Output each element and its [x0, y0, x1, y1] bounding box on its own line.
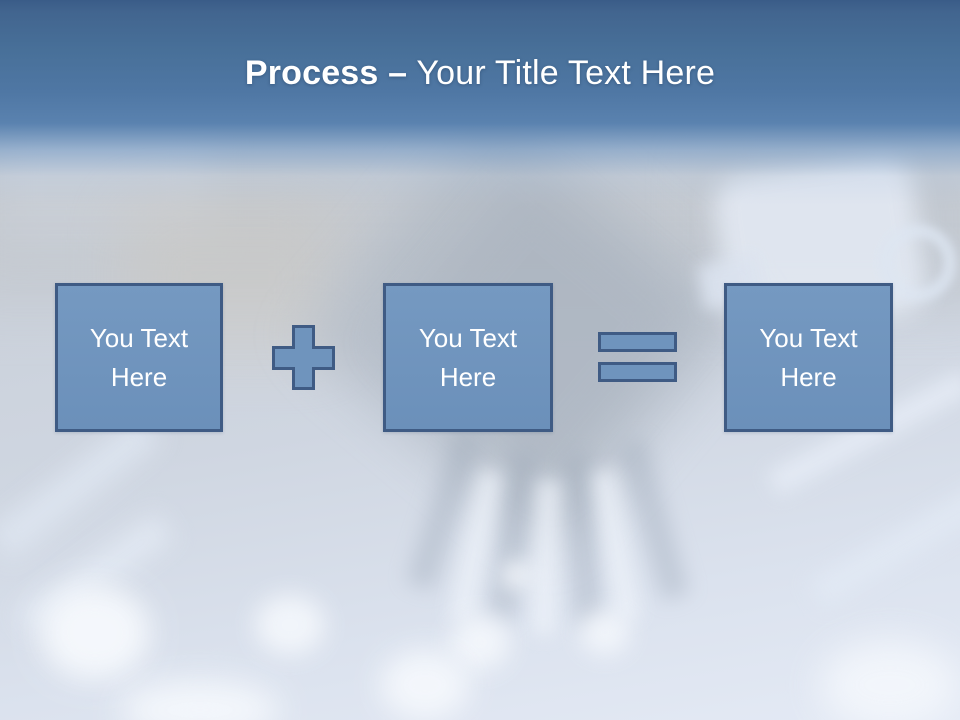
- equals-bar: [598, 362, 677, 382]
- bg-pin-highlight: [532, 479, 560, 636]
- bg-bokeh: [500, 560, 534, 590]
- bg-bokeh: [450, 615, 510, 670]
- process-box-2-label: You Text Here: [418, 322, 518, 392]
- bg-bokeh: [255, 595, 325, 655]
- bg-bokeh: [380, 650, 470, 720]
- process-box-1: You Text Here: [55, 283, 223, 432]
- bg-trace: [808, 462, 960, 608]
- process-box-3-label: You Text Here: [759, 322, 858, 392]
- process-box-2: You Text Here: [383, 283, 553, 432]
- slide-title-text: Your Title Text Here: [416, 54, 716, 92]
- bg-bokeh: [580, 610, 630, 655]
- process-box-3: You Text Here: [724, 283, 893, 432]
- equals-bar: [598, 332, 677, 352]
- process-box-1-label: You Text Here: [89, 322, 189, 392]
- bg-bokeh: [120, 680, 280, 720]
- equals-icon: [598, 332, 677, 382]
- slide-title-keyword: Process –: [244, 54, 408, 92]
- bg-bokeh: [40, 585, 150, 680]
- title-banner: [0, 0, 960, 205]
- slide-title: Process – Your Title Text Here: [0, 52, 960, 94]
- bg-bokeh: [820, 640, 960, 720]
- plus-icon: [272, 325, 335, 390]
